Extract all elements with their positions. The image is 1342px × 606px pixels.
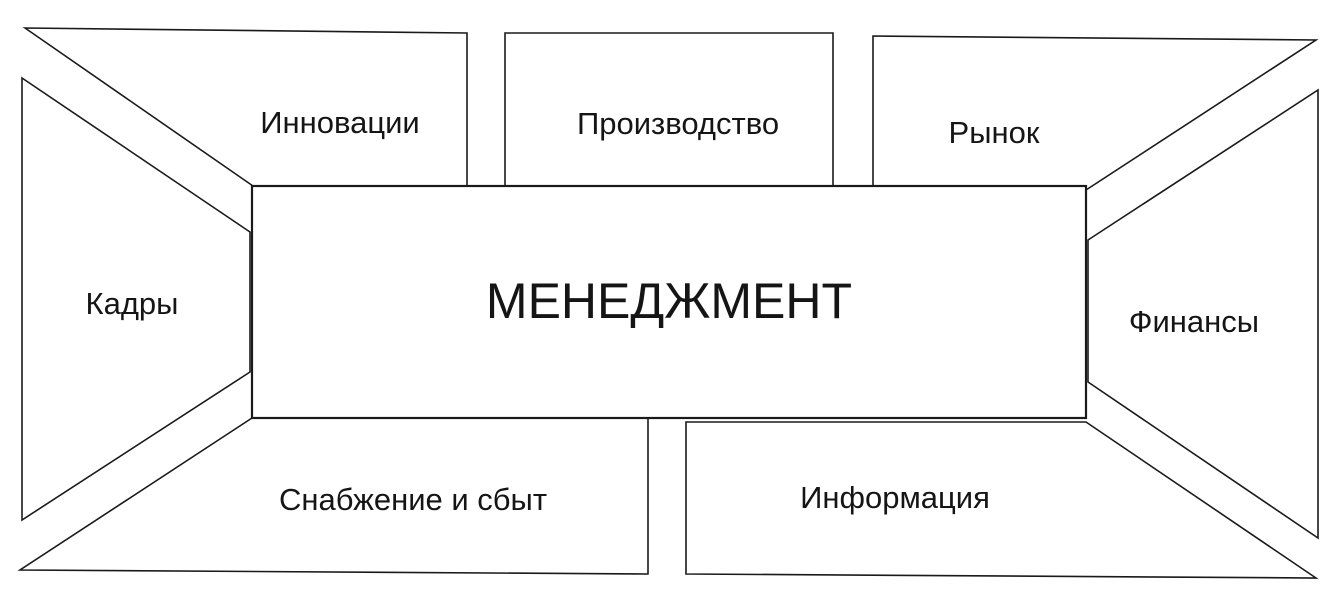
block-innovations-label: Инновации (260, 105, 420, 140)
center-management: МЕНЕДЖМЕНТ (250, 184, 1088, 420)
block-information-label: Информация (800, 480, 990, 515)
block-finance: Финансы (1087, 88, 1319, 540)
block-information: Информация (685, 421, 1319, 579)
block-supply-label: Снабжение и сбыт (279, 482, 547, 517)
block-innovations: Инновации (22, 27, 468, 187)
block-production-label: Производство (577, 106, 779, 141)
block-personnel: Кадры (21, 76, 251, 522)
center-label: МЕНЕДЖМЕНТ (486, 273, 852, 329)
block-market-label: Рынок (949, 115, 1040, 150)
block-personnel-label: Кадры (86, 286, 179, 321)
block-finance-label: Финансы (1129, 304, 1259, 339)
block-supply: Снабжение и сбыт (17, 417, 649, 575)
block-production: Производство (504, 32, 834, 189)
